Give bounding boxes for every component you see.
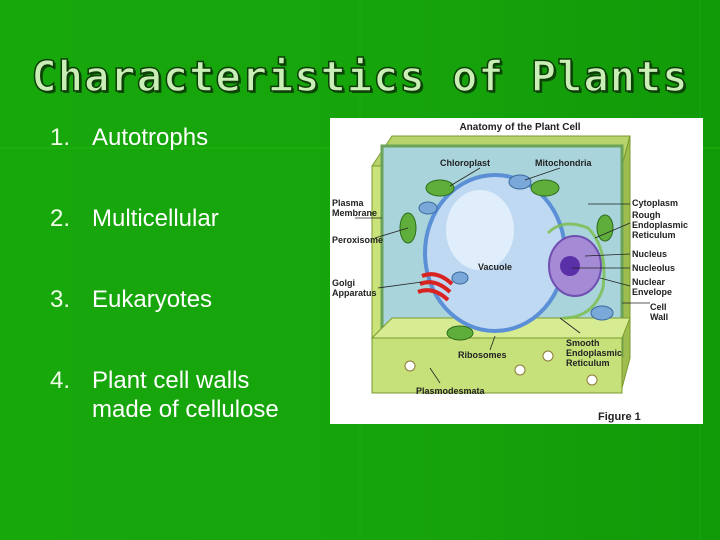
label-nucleolus: Nucleolus: [632, 263, 675, 273]
chloroplasts: [399, 179, 614, 341]
label-nuclear-envelope-2: Envelope: [632, 287, 672, 297]
label-cell-wall-2: Wall: [650, 312, 668, 322]
list-item-number: 2.: [50, 205, 71, 232]
label-nucleus: Nucleus: [632, 249, 667, 259]
list-item-number: 1.: [50, 124, 71, 151]
golgi-shape: [417, 272, 454, 302]
label-smooth-er: Smooth: [566, 338, 600, 348]
label-rough-er-2: Endoplasmic: [632, 220, 688, 230]
label-golgi: Golgi: [332, 278, 355, 288]
label-plasma-membrane-2: Membrane: [332, 208, 377, 218]
label-nuclear-envelope: Nuclear: [632, 277, 666, 287]
list-item-text: Autotrophs: [92, 124, 209, 151]
list-item: 2. Multicellular: [50, 205, 219, 233]
mitochondria-shapes: [418, 174, 614, 321]
list-item-text: Multicellular: [92, 205, 219, 232]
label-plasmodesmata: Plasmodesmata: [416, 386, 486, 396]
nucleolus-shape: [560, 256, 580, 276]
list-item-text: Plant cell walls: [92, 367, 250, 394]
plant-cell-diagram: Anatomy of the Plant Cell Figure 1: [332, 122, 688, 423]
label-vacuole: Vacuole: [478, 262, 512, 272]
plant-cell-figure: Anatomy of the Plant Cell Figure 1: [330, 118, 703, 424]
leader-lines: [355, 167, 650, 384]
list-item-continuation: made of cellulose: [92, 396, 279, 423]
label-rough-er-3: Reticulum: [632, 230, 676, 240]
label-mitochondria: Mitochondria: [535, 158, 592, 168]
plasmodesmata-dots: [404, 350, 598, 386]
label-cell-wall: Cell: [650, 302, 667, 312]
list-item-text: Eukaryotes: [92, 286, 213, 313]
list-item: 1. Autotrophs: [50, 124, 208, 152]
label-rough-er: Rough: [632, 210, 661, 220]
label-plasma-membrane: Plasma: [332, 198, 365, 208]
list-item-number: 4.: [50, 367, 71, 394]
label-cytoplasm: Cytoplasm: [632, 198, 678, 208]
label-peroxisome: Peroxisome: [332, 235, 383, 245]
label-smooth-er-3: Reticulum: [566, 358, 610, 368]
list-item: 4. Plant cell walls made of cellulose: [50, 367, 279, 423]
list-item-number: 3.: [50, 286, 71, 313]
label-ribosomes: Ribosomes: [458, 350, 507, 360]
list-item: 3. Eukaryotes: [50, 286, 212, 314]
slide-title: Characteristics of Plants: [31, 51, 689, 102]
figure-title: Anatomy of the Plant Cell: [459, 122, 580, 133]
label-chloroplast: Chloroplast: [440, 158, 490, 168]
label-golgi-2: Apparatus: [332, 288, 377, 298]
label-smooth-er-2: Endoplasmic: [566, 348, 622, 358]
figure-caption: Figure 1: [598, 411, 641, 423]
